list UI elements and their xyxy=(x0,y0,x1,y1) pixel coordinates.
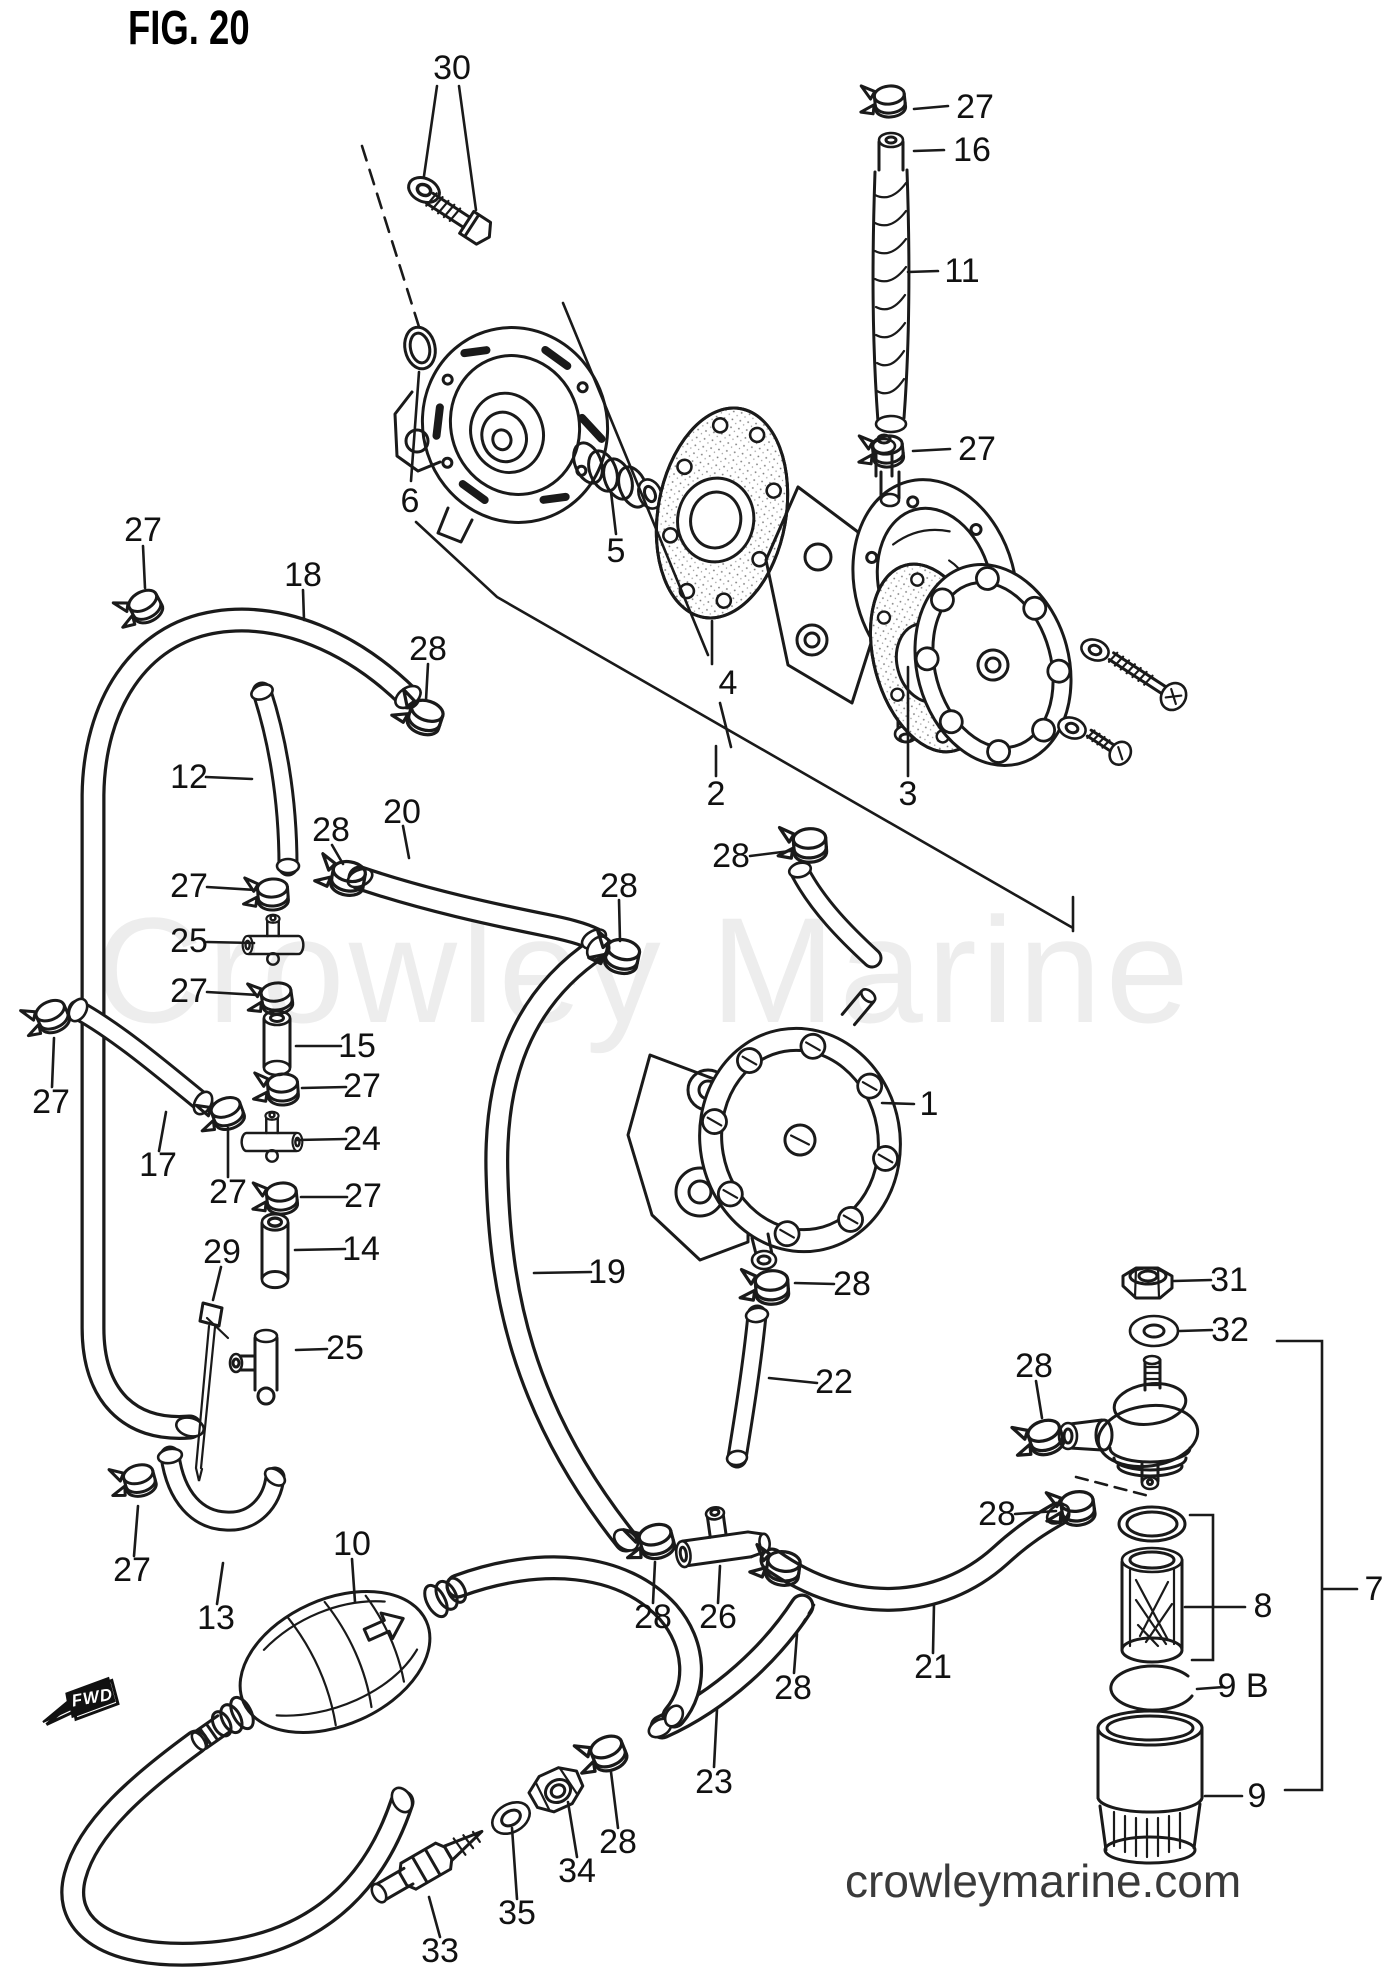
callout-20: 20 xyxy=(383,793,421,831)
callout-27: 27 xyxy=(113,1551,151,1589)
callout-13: 13 xyxy=(197,1599,235,1637)
callout-26: 26 xyxy=(699,1598,737,1636)
callout-28: 28 xyxy=(599,1823,637,1861)
washer-32 xyxy=(1128,1314,1180,1348)
tee-26-drawing xyxy=(674,1505,771,1569)
callout-15: 15 xyxy=(338,1027,376,1065)
callout-28: 28 xyxy=(833,1265,871,1303)
callout-28: 28 xyxy=(1015,1347,1053,1385)
callout-28: 28 xyxy=(712,837,750,875)
filter-bowl-9 xyxy=(1096,1709,1204,1865)
fuel-cock-filter-drawing xyxy=(1057,1266,1204,1865)
callout-27: 27 xyxy=(32,1083,70,1121)
pump-cover-drawing xyxy=(393,326,610,544)
callout-28: 28 xyxy=(600,867,638,905)
callout-9b: 9 B xyxy=(1217,1667,1268,1705)
callout-7: 7 xyxy=(1365,1570,1384,1608)
callout-6: 6 xyxy=(401,482,420,520)
callout-31: 31 xyxy=(1210,1261,1248,1299)
gasket-drawing xyxy=(654,406,790,620)
bolt-and-washer-drawing xyxy=(402,171,493,246)
callout-32: 32 xyxy=(1211,1311,1249,1349)
fuel-cock xyxy=(1057,1354,1200,1491)
callout-27: 27 xyxy=(956,88,994,126)
callout-34: 34 xyxy=(558,1852,596,1890)
callout-27: 27 xyxy=(170,972,208,1010)
callout-14: 14 xyxy=(342,1230,380,1268)
fuel-pump-1-drawing xyxy=(626,988,902,1271)
fwd-arrow: FWD xyxy=(42,1676,120,1726)
callout-33: 33 xyxy=(421,1932,459,1970)
left-fittings xyxy=(194,913,305,1482)
callout-28: 28 xyxy=(774,1669,812,1707)
callout-17: 17 xyxy=(139,1146,177,1184)
callout-27: 27 xyxy=(343,1067,381,1105)
fuel-connector-drawing xyxy=(370,1766,585,1904)
callout-11: 11 xyxy=(944,252,979,290)
callout-27: 27 xyxy=(344,1177,382,1215)
callout-10: 10 xyxy=(333,1525,371,1563)
callout-4: 4 xyxy=(719,664,738,702)
callout-18: 18 xyxy=(284,556,322,594)
callout-27: 27 xyxy=(958,430,996,468)
callout-23: 23 xyxy=(695,1763,733,1801)
callout-27: 27 xyxy=(170,867,208,905)
hoses xyxy=(60,607,1071,1967)
callout-27: 27 xyxy=(209,1173,247,1211)
callout-21: 21 xyxy=(914,1648,952,1686)
callout-28: 28 xyxy=(312,811,350,849)
callout-9: 9 xyxy=(1248,1777,1267,1815)
callout-8: 8 xyxy=(1254,1587,1273,1625)
spiral-hose-drawing xyxy=(871,131,911,508)
callout-29: 29 xyxy=(203,1233,241,1271)
callout-30: 30 xyxy=(433,49,471,87)
callout-25: 25 xyxy=(326,1329,364,1367)
callout-35: 35 xyxy=(498,1894,536,1932)
nut-31 xyxy=(1121,1266,1174,1300)
callout-28: 28 xyxy=(409,630,447,668)
fuel-pump-assembly-drawing xyxy=(764,433,1188,767)
callout-labels: 30 27 16 11 27 6 5 4 2 3 27 18 28 12 20 … xyxy=(32,49,1383,1970)
callout-16: 16 xyxy=(953,131,991,169)
watermark-text: Crowley Marine xyxy=(95,886,1193,1054)
filter-cup-gasket xyxy=(1117,1505,1187,1543)
callout-5: 5 xyxy=(607,532,626,570)
o-ring-drawing xyxy=(403,325,437,371)
callout-28: 28 xyxy=(978,1495,1016,1533)
leader-lines xyxy=(50,84,1359,1939)
figure-title: FIG. 20 xyxy=(128,1,250,55)
callout-28: 28 xyxy=(634,1598,672,1636)
primer-bulb-drawing xyxy=(190,1576,468,1752)
callout-27: 27 xyxy=(124,511,162,549)
callout-2: 2 xyxy=(707,775,726,813)
callout-1: 1 xyxy=(920,1085,939,1123)
callout-25: 25 xyxy=(170,922,208,960)
callout-24: 24 xyxy=(343,1120,381,1158)
filter-o-ring-9b xyxy=(1109,1664,1194,1712)
callout-22: 22 xyxy=(815,1363,853,1401)
callout-3: 3 xyxy=(899,775,918,813)
callout-12: 12 xyxy=(170,758,208,796)
filter-element-8 xyxy=(1120,1546,1184,1664)
callout-19: 19 xyxy=(588,1253,626,1291)
footer-site-text: crowleymarine.com xyxy=(845,1855,1241,1907)
